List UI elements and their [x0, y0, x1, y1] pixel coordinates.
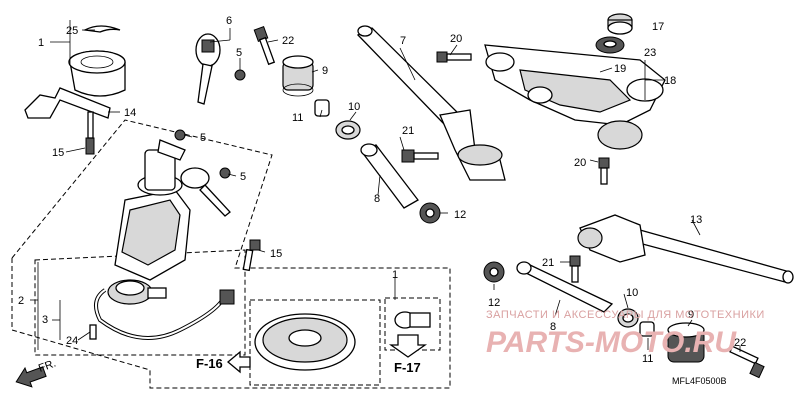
bolt-15-part [85, 111, 95, 155]
lock-cylinder-part [394, 311, 431, 329]
callout-22a: 22 [282, 35, 294, 47]
callout-11b: 11 [642, 353, 653, 365]
handlebar-7-part [356, 25, 506, 181]
callout-8b: 8 [550, 321, 556, 333]
callout-14: 14 [124, 107, 136, 119]
callout-20a: 20 [450, 33, 462, 45]
leader-lines [30, 20, 741, 352]
callout-1: 1 [392, 269, 398, 281]
nut-12-right-part [483, 261, 505, 283]
ref-f17: F-17 [394, 360, 421, 375]
callout-5c: 5 [240, 171, 246, 183]
watermark-big: PARTS-MOTO.RU [486, 326, 737, 359]
group-outline-2 [11, 119, 451, 389]
pivot-8-part [360, 143, 419, 209]
key-part [195, 33, 221, 105]
callout-6: 6 [226, 15, 232, 27]
screw-19-part [242, 239, 261, 272]
bolt-21-part [401, 149, 439, 163]
callout-5a: 5 [236, 47, 242, 59]
callout-13: 13 [690, 214, 702, 226]
callout-9b: 9 [688, 309, 694, 321]
callout-2: 2 [18, 295, 24, 307]
bolt-22-right-part [729, 345, 765, 379]
upper-cover-part [68, 25, 126, 97]
cap-16-part [607, 13, 633, 35]
callout-15: 15 [52, 147, 64, 159]
callout-16: 17 [652, 21, 664, 33]
callout-7: 7 [400, 35, 406, 47]
callout-4: 1 [38, 37, 44, 49]
callout-3: 3 [42, 314, 48, 326]
callout-23: 23 [644, 47, 656, 59]
clip-11-right-part [639, 321, 655, 337]
ref-arrow-f17 [388, 334, 428, 358]
ref-fr: FR. [37, 357, 58, 374]
cap-part [254, 313, 356, 371]
callout-12a: 12 [454, 209, 466, 221]
group-outline-1b [384, 297, 441, 351]
front-arrow-icon [15, 366, 47, 388]
bolt-21-right-part [569, 255, 581, 283]
callout-numbers: 1 25 14 15 6 5 22 9 7 20 17 23 19 18 20 … [18, 15, 746, 365]
callout-17: 18 [664, 75, 676, 87]
nut-12-part [419, 202, 441, 224]
bolt-20-lower-part [598, 157, 610, 185]
callout-5b: 5 [200, 132, 206, 144]
ring-10-right-part [617, 308, 639, 328]
pivot-8-right-part [516, 261, 614, 313]
diagram-code: MFL4F0500B [672, 376, 727, 386]
bolt-20-top-part [436, 51, 472, 63]
collar-9-part [282, 55, 314, 97]
callout-11a: 11 [292, 112, 303, 124]
handlebar-13-part [577, 214, 794, 284]
ring-10-part [335, 120, 361, 140]
bracket-part [24, 87, 111, 119]
ref-f16: F-16 [196, 356, 223, 371]
bolt-22-top-part [253, 26, 276, 66]
sensor-harness-part [89, 279, 235, 340]
callout-21a: 21 [402, 125, 414, 137]
callout-21b: 21 [542, 257, 554, 269]
top-bridge-17-part [484, 44, 666, 150]
callout-24: 24 [66, 335, 78, 347]
ref-arrow-f16 [226, 350, 251, 374]
washer-5a-part [234, 69, 246, 81]
callout-10b: 10 [626, 287, 638, 299]
callout-25: 25 [66, 25, 78, 37]
callout-10a: 10 [348, 101, 360, 113]
callout-8a: 8 [374, 193, 380, 205]
washer-23-part [595, 36, 625, 54]
watermark-top: ЗАПЧАСТИ И АКСЕССУАРЫ ДЛЯ МОТОТЕХНИКИ [486, 309, 765, 321]
collar-9-right-part [667, 322, 705, 363]
callout-19: 15 [270, 248, 282, 260]
callout-9a: 9 [322, 65, 328, 77]
clip-11-part [314, 99, 330, 117]
callout-18: 19 [614, 63, 626, 75]
callout-12b: 12 [488, 297, 500, 309]
ignition-switch-part [114, 129, 231, 281]
callout-22b: 22 [734, 337, 746, 349]
callout-20b: 20 [574, 157, 586, 169]
